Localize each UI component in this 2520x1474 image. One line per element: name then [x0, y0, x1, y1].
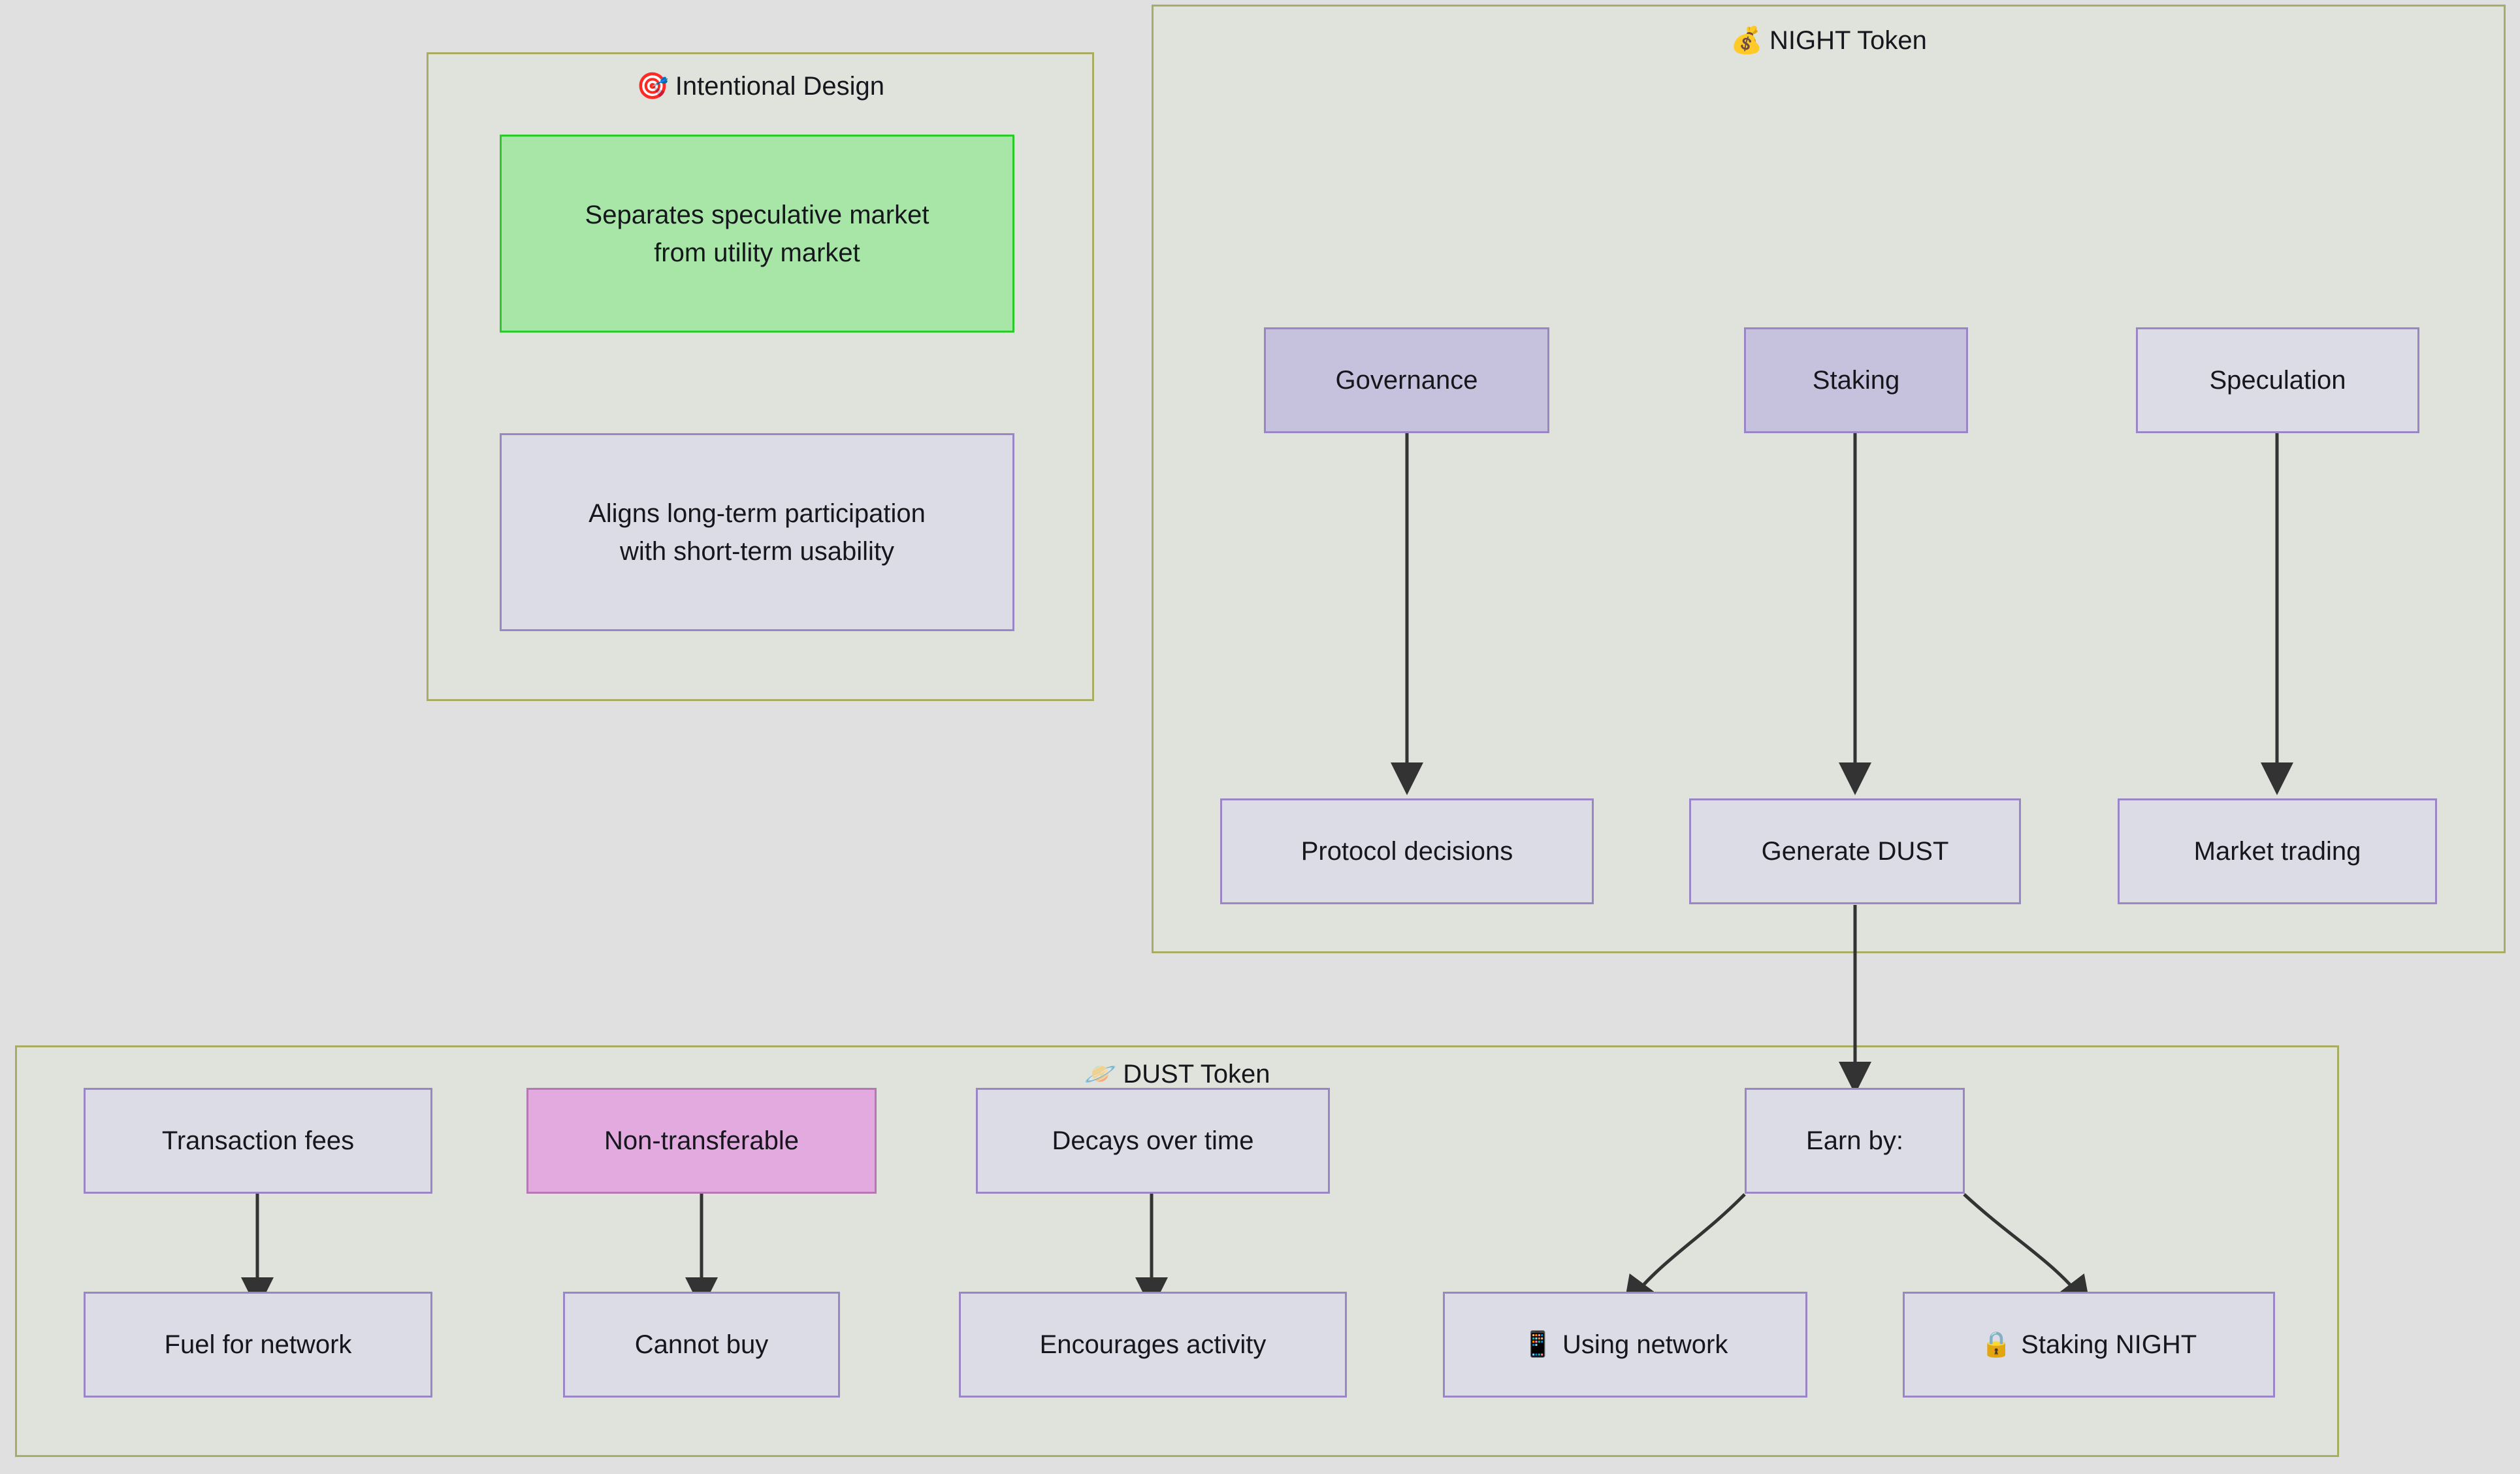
cluster-label-dust-token: DUST Token	[1123, 1060, 1270, 1089]
node-label-encourages-activity: Encourages activity	[1039, 1330, 1267, 1359]
node-non-transferable[interactable]: Non-transferable	[526, 1088, 877, 1194]
node-market-trading[interactable]: Market trading	[2118, 798, 2437, 904]
lock-icon: 🔒	[1980, 1331, 2012, 1358]
node-label-protocol-decisions: Protocol decisions	[1300, 837, 1513, 866]
cluster-night-token	[1152, 5, 2506, 953]
edge-earn-by-using-network	[1623, 1193, 1746, 1310]
node-protocol-decisions[interactable]: Protocol decisions	[1220, 798, 1594, 904]
node-aligns-long-term-participation[interactable]: Aligns long-term participation with shor…	[500, 433, 1014, 631]
node-label-aligns: Aligns long-term participation with shor…	[589, 499, 926, 566]
node-staking-night[interactable]: 🔒 Staking NIGHT	[1903, 1292, 2275, 1398]
node-label-market-trading: Market trading	[2193, 837, 2361, 866]
node-label-governance: Governance	[1335, 366, 1478, 395]
cluster-title-dust-token: 🪐DUST Token	[15, 1058, 2339, 1089]
mobile-phone-icon: 📱	[1522, 1331, 1553, 1358]
node-decays-over-time[interactable]: Decays over time	[976, 1088, 1330, 1194]
node-label-cannot-buy: Cannot buy	[634, 1330, 769, 1359]
node-fuel-for-network[interactable]: Fuel for network	[84, 1292, 432, 1398]
cluster-title-intentional-design: 🎯Intentional Design	[427, 71, 1094, 101]
node-label-staking-night: Staking NIGHT	[2021, 1330, 2197, 1359]
edge-earn-by-staking-night	[1963, 1193, 2092, 1309]
node-using-network[interactable]: 📱 Using network	[1443, 1292, 1807, 1398]
node-label-non-transferable: Non-transferable	[604, 1126, 799, 1155]
node-label-decays-over-time: Decays over time	[1052, 1126, 1254, 1155]
cluster-label-night-token: NIGHT Token	[1769, 26, 1927, 55]
node-label-using-network: Using network	[1562, 1330, 1728, 1359]
node-label-earn-by: Earn by:	[1806, 1126, 1903, 1155]
node-label-separates: Separates speculative market from utilit…	[585, 200, 929, 267]
node-label-generate-dust: Generate DUST	[1761, 837, 1949, 866]
node-earn-by[interactable]: Earn by:	[1745, 1088, 1965, 1194]
node-separates-speculative-market[interactable]: Separates speculative market from utilit…	[500, 135, 1014, 333]
node-encourages-activity[interactable]: Encourages activity	[959, 1292, 1347, 1398]
node-label-speculation: Speculation	[2209, 366, 2346, 395]
node-staking[interactable]: Staking	[1744, 327, 1968, 433]
money-bag-icon: 💰	[1730, 26, 1763, 55]
target-icon: 🎯	[636, 72, 669, 101]
node-generate-dust[interactable]: Generate DUST	[1689, 798, 2021, 904]
cluster-title-night-token: 💰NIGHT Token	[1152, 25, 2506, 56]
ringed-planet-icon: 🪐	[1084, 1060, 1117, 1089]
node-speculation[interactable]: Speculation	[2136, 327, 2419, 433]
node-cannot-buy[interactable]: Cannot buy	[563, 1292, 840, 1398]
node-label-fuel-for-network: Fuel for network	[164, 1330, 352, 1359]
node-transaction-fees[interactable]: Transaction fees	[84, 1088, 432, 1194]
node-governance[interactable]: Governance	[1264, 327, 1549, 433]
node-label-transaction-fees: Transaction fees	[161, 1126, 355, 1155]
cluster-label-intentional-design: Intentional Design	[675, 72, 885, 101]
node-label-staking: Staking	[1812, 366, 1900, 395]
